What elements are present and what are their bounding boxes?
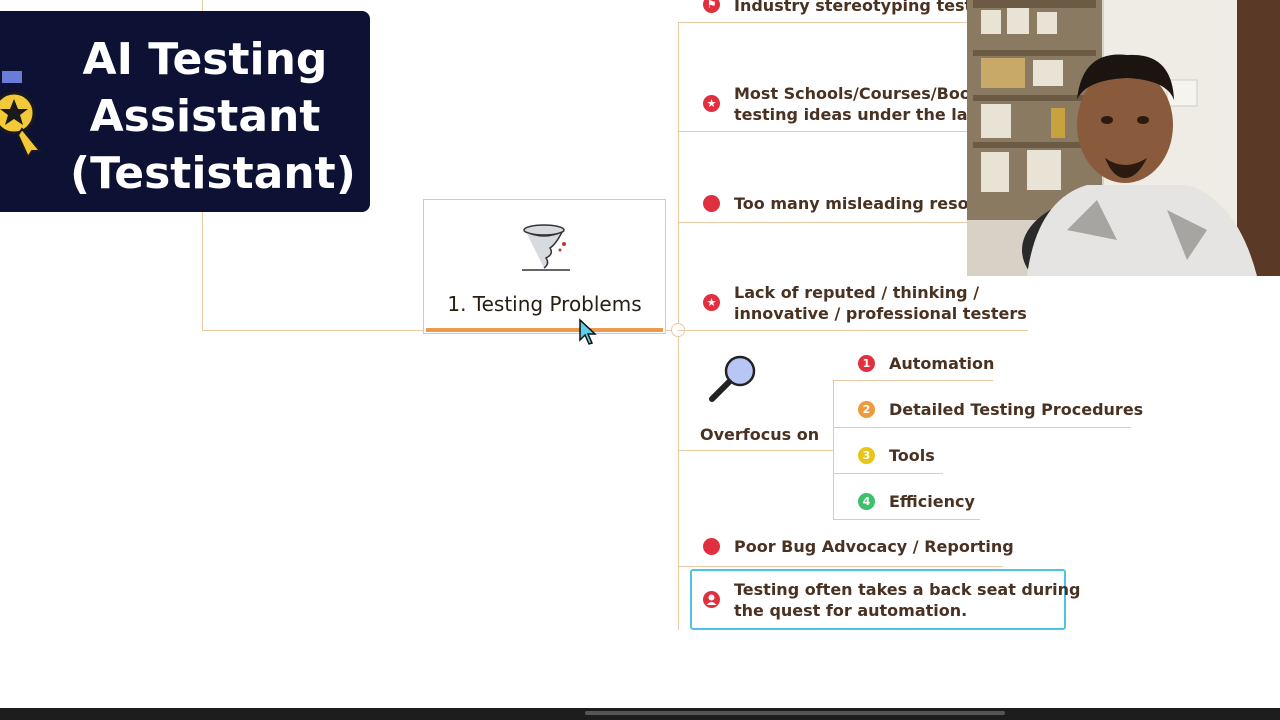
sub-line-1 bbox=[833, 380, 993, 381]
dot-icon bbox=[703, 195, 720, 212]
branch-item-lack-line1: Lack of reputed / thinking / bbox=[734, 283, 980, 302]
branch-line-1 bbox=[678, 131, 968, 132]
presenter-video-image bbox=[967, 0, 1280, 276]
number-2-icon: 2 bbox=[858, 401, 875, 418]
branch-item-schools[interactable]: Most Schools/Courses/Book testing ideas … bbox=[734, 83, 968, 125]
title-line-3: (Testistant) bbox=[70, 148, 356, 199]
branch-line-overfocus bbox=[678, 450, 833, 451]
title-line-1: AI Testing bbox=[82, 34, 328, 85]
branch-item-schools-line1: Most Schools/Courses/Book bbox=[734, 84, 968, 103]
central-underline bbox=[426, 328, 663, 332]
title-text: AI Testing Assistant (Testistant) bbox=[70, 31, 356, 202]
overfocus-item-automation[interactable]: Automation bbox=[889, 354, 995, 373]
branch-item-lack-line2: innovative / professional testers bbox=[734, 304, 1027, 323]
number-1-icon: 1 bbox=[858, 355, 875, 372]
title-line-2: Assistant bbox=[89, 91, 321, 142]
branch-item-schools-line2: testing ideas under the labe bbox=[734, 105, 968, 124]
horizontal-scrollbar[interactable] bbox=[585, 711, 1005, 715]
overfocus-item-procedures[interactable]: Detailed Testing Procedures bbox=[889, 400, 1144, 419]
flag-icon: ⚑ bbox=[703, 0, 720, 13]
branch-line-2 bbox=[678, 222, 968, 223]
star-icon: ★ bbox=[703, 294, 720, 311]
connector-left-horizontal bbox=[202, 330, 423, 331]
person-icon bbox=[703, 591, 720, 608]
branch-item-overfocus[interactable]: Overfocus on bbox=[700, 425, 820, 444]
branch-item-misleading[interactable]: Too many misleading resour bbox=[734, 194, 968, 213]
central-node-testing-problems[interactable]: 1. Testing Problems bbox=[423, 199, 666, 334]
title-card: AI Testing Assistant (Testistant) bbox=[0, 11, 370, 212]
sub-line-4 bbox=[833, 519, 980, 520]
magnifier-icon bbox=[709, 355, 756, 402]
star-icon: ★ bbox=[703, 95, 720, 112]
branch-item-back-seat-line2: the quest for automation. bbox=[734, 601, 968, 620]
tornado-icon bbox=[522, 224, 570, 271]
branch-line-0 bbox=[678, 22, 968, 23]
branch-item-back-seat[interactable]: Testing often takes a back seat during t… bbox=[734, 579, 1081, 621]
branch-item-stereotyping[interactable]: Industry stereotyping tester bbox=[734, 0, 968, 15]
webcam-overlay bbox=[967, 0, 1280, 276]
overfocus-item-tools[interactable]: Tools bbox=[889, 446, 935, 465]
branch-item-back-seat-line1: Testing often takes a back seat during bbox=[734, 580, 1081, 599]
number-3-icon: 3 bbox=[858, 447, 875, 464]
branch-item-lack-reputed[interactable]: Lack of reputed / thinking / innovative … bbox=[734, 282, 1034, 324]
overfocus-item-efficiency[interactable]: Efficiency bbox=[889, 492, 975, 511]
number-4-icon: 4 bbox=[858, 493, 875, 510]
dot-icon bbox=[703, 538, 720, 555]
overfocus-vertical bbox=[833, 380, 834, 520]
sub-line-2 bbox=[833, 427, 1131, 428]
sub-line-3 bbox=[833, 473, 943, 474]
central-label: 1. Testing Problems bbox=[447, 292, 642, 316]
branch-item-bug-advocacy[interactable]: Poor Bug Advocacy / Reporting bbox=[734, 537, 1014, 556]
branch-line-3 bbox=[678, 330, 1028, 331]
mouse-cursor-icon bbox=[579, 318, 597, 345]
medal-icon bbox=[0, 71, 43, 157]
selected-node-outline[interactable] bbox=[690, 569, 1066, 630]
branch-line-5 bbox=[678, 566, 1003, 567]
